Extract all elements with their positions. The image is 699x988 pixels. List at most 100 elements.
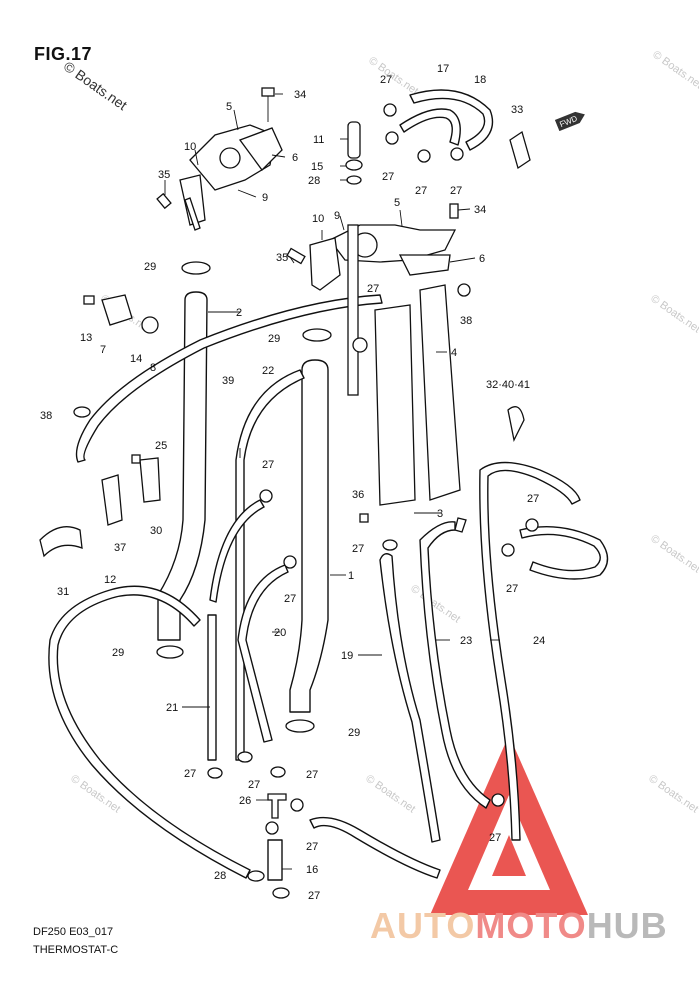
hose-16 xyxy=(267,839,283,881)
logo-triangle xyxy=(430,735,588,915)
callout-label: 27 xyxy=(352,543,364,555)
watermark-text: © Boats.net xyxy=(646,773,699,816)
hose-20 xyxy=(237,564,289,743)
fwd-badge: FWD xyxy=(554,111,585,132)
callout-label: 29 xyxy=(268,333,280,345)
callout-label: 27 xyxy=(415,185,427,197)
callout-label: 17 xyxy=(437,63,449,75)
callout-label: 27 xyxy=(380,74,392,86)
callout-label: 27 xyxy=(248,779,260,791)
callout-label: 39 xyxy=(222,375,234,387)
hose-21 xyxy=(207,614,217,761)
callout-label: 27 xyxy=(382,171,394,183)
callout-label: 36 xyxy=(352,489,364,501)
logo-part: MOTO xyxy=(475,905,587,946)
thermostat-housing-upper xyxy=(179,87,283,231)
callout-label: 37 xyxy=(114,542,126,554)
callout-label: 1 xyxy=(348,570,354,582)
callout-label: 6 xyxy=(479,253,485,265)
hose-loop-right xyxy=(519,526,609,580)
callout-label: 34 xyxy=(474,204,486,216)
callout-label: 9 xyxy=(334,210,340,222)
callout-label: 27 xyxy=(306,841,318,853)
hose-12 xyxy=(48,585,251,879)
leader-lines xyxy=(164,93,500,870)
callout-label: 27 xyxy=(262,459,274,471)
callout-label: 8 xyxy=(150,362,156,374)
section-name: THERMOSTAT-C xyxy=(33,944,119,956)
hose-23 xyxy=(419,521,491,809)
callout-label: 29 xyxy=(348,727,360,739)
thermostat-housing-lower xyxy=(309,224,457,291)
brand-logo: AUTOMOTOHUB xyxy=(370,905,668,947)
callout-label: 27 xyxy=(184,768,196,780)
hose-39 xyxy=(75,294,383,463)
callout-label: 13 xyxy=(80,332,92,344)
logo-part: AUTO xyxy=(370,905,476,946)
callout-label: 27 xyxy=(506,583,518,595)
callout-label: 25 xyxy=(155,440,167,452)
callout-label: 7 xyxy=(100,344,106,356)
hose-1 xyxy=(289,359,329,713)
callout-label: 23 xyxy=(460,635,472,647)
callout-label: 24 xyxy=(533,635,545,647)
callout-label: 29 xyxy=(112,647,124,659)
callout-label: 27 xyxy=(489,832,501,844)
callout-label: 27 xyxy=(367,283,379,295)
callout-label: 32·40·41 xyxy=(486,379,530,391)
callout-label: 6 xyxy=(292,152,298,164)
hose-17 xyxy=(399,108,461,146)
callout-label: 21 xyxy=(166,702,178,714)
callout-label: 16 xyxy=(306,864,318,876)
hose-27-upper xyxy=(209,499,265,603)
callout-label: 12 xyxy=(104,574,116,586)
hose-24 xyxy=(479,461,581,841)
watermark-text: © Boats.net xyxy=(366,55,420,98)
hose-18 xyxy=(409,89,494,151)
callout-label: 31 xyxy=(57,586,69,598)
watermark-text: © Boats.net xyxy=(363,773,417,816)
callout-label: 28 xyxy=(214,870,226,882)
small-parts xyxy=(39,192,467,819)
hose-2 xyxy=(157,291,208,641)
callout-label: 30 xyxy=(150,525,162,537)
callout-label: 9 xyxy=(262,192,268,204)
callout-label: 2 xyxy=(236,307,242,319)
hose-lower-right xyxy=(309,816,441,879)
callout-label: 29 xyxy=(144,261,156,273)
callout-label: 4 xyxy=(451,347,457,359)
callout-label: 35 xyxy=(158,169,170,181)
logo-part: HUB xyxy=(586,905,668,946)
callout-label: 27 xyxy=(284,593,296,605)
callout-label: 5 xyxy=(394,197,400,209)
callout-label: 3 xyxy=(437,508,443,520)
watermark-text: © Boats.net xyxy=(648,293,699,336)
watermark-text: © Boats.net xyxy=(650,49,699,92)
callout-label: 10 xyxy=(312,213,324,225)
callout-label: 19 xyxy=(341,650,353,662)
hose-22 xyxy=(235,369,305,761)
callout-label: 18 xyxy=(474,74,486,86)
callout-label: 26 xyxy=(239,795,251,807)
callout-label: 15 xyxy=(311,161,323,173)
callout-label: 22 xyxy=(262,365,274,377)
hose-group xyxy=(48,89,609,881)
callout-label: 33 xyxy=(511,104,523,116)
callout-label: 27 xyxy=(450,185,462,197)
callout-label: 38 xyxy=(40,410,52,422)
callout-label: 27 xyxy=(308,890,320,902)
callout-label: 28 xyxy=(308,175,320,187)
callout-label: 5 xyxy=(226,101,232,113)
callout-label: 27 xyxy=(306,769,318,781)
callout-label: 11 xyxy=(313,134,324,146)
thermostat-cover xyxy=(374,284,461,506)
callout-label: 20 xyxy=(274,627,286,639)
callout-label: 38 xyxy=(460,315,472,327)
watermark-text: © Boats.net xyxy=(648,533,699,576)
callout-label: 34 xyxy=(294,89,306,101)
clamp-group xyxy=(73,103,539,899)
figure-title: FIG.17 xyxy=(34,44,93,64)
callout-label: 10 xyxy=(184,141,196,153)
model-code: DF250 E03_017 xyxy=(33,926,114,938)
